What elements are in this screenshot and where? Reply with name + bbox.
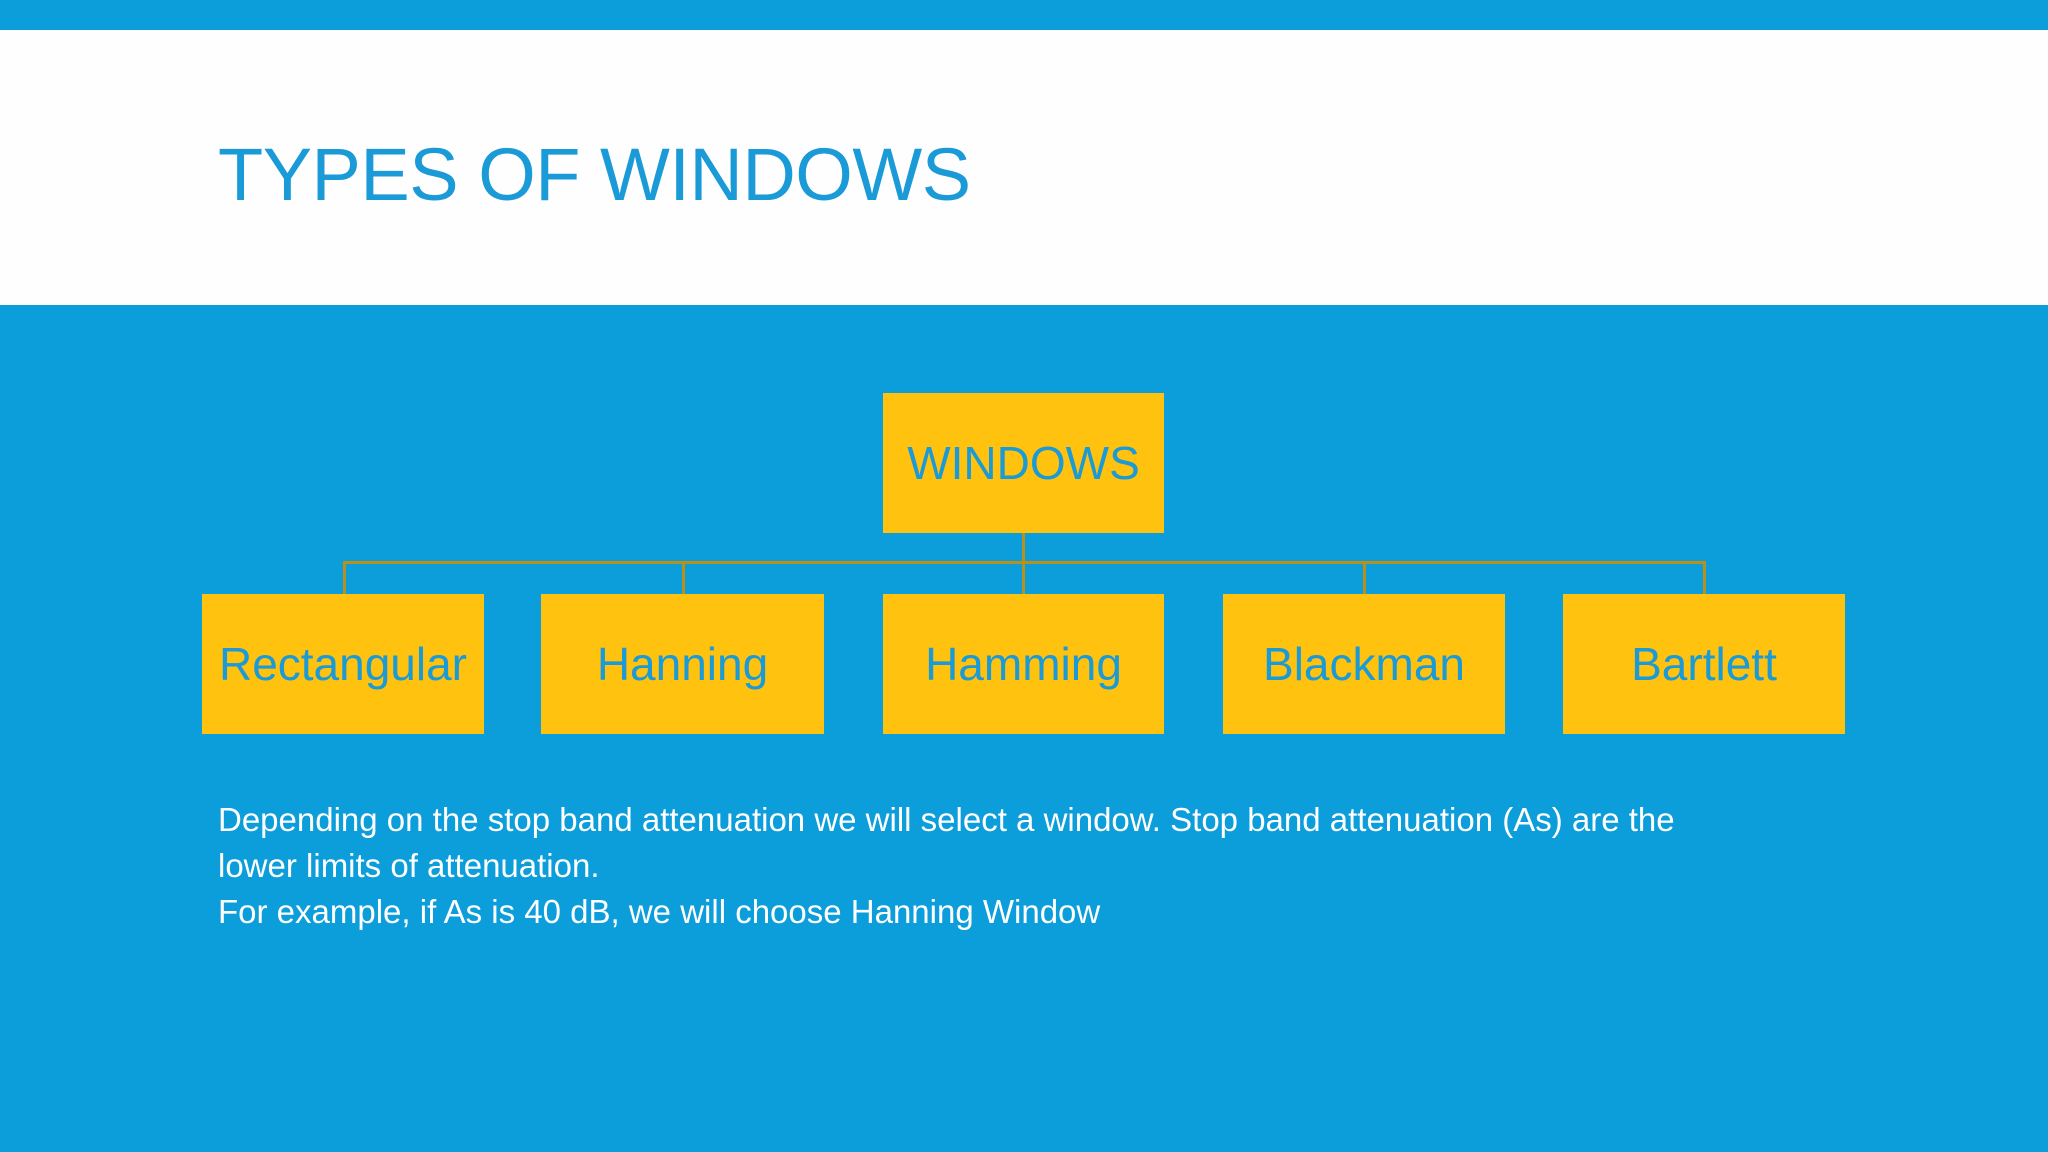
diagram-node-hamming[interactable]: Hamming xyxy=(883,594,1164,734)
top-accent-bar xyxy=(0,0,2048,30)
body-line-1: Depending on the stop band attenuation w… xyxy=(218,801,1675,838)
slide-header-panel: TYPES OF WINDOWS xyxy=(0,30,2048,305)
connector-drop-bartlett xyxy=(1703,561,1706,594)
diagram-node-blackman[interactable]: Blackman xyxy=(1223,594,1505,734)
connector-drop-rectangular xyxy=(343,561,346,594)
body-text-block: Depending on the stop band attenuation w… xyxy=(218,797,1858,935)
diagram-node-bartlett[interactable]: Bartlett xyxy=(1563,594,1845,734)
bottom-accent-strip xyxy=(0,1148,2048,1152)
windows-tree-diagram: WINDOWS Rectangular Hanning Hamming Blac… xyxy=(0,305,2048,795)
diagram-node-root[interactable]: WINDOWS xyxy=(883,393,1164,533)
body-line-3: For example, if As is 40 dB, we will cho… xyxy=(218,893,1101,930)
diagram-node-rectangular[interactable]: Rectangular xyxy=(202,594,484,734)
connector-drop-hanning xyxy=(682,561,685,594)
connector-root-stub xyxy=(1022,533,1025,563)
page-title: TYPES OF WINDOWS xyxy=(218,133,971,216)
diagram-node-hanning[interactable]: Hanning xyxy=(541,594,824,734)
body-line-2: lower limits of attenuation. xyxy=(218,847,600,884)
connector-drop-hamming xyxy=(1022,561,1025,594)
connector-drop-blackman xyxy=(1363,561,1366,594)
